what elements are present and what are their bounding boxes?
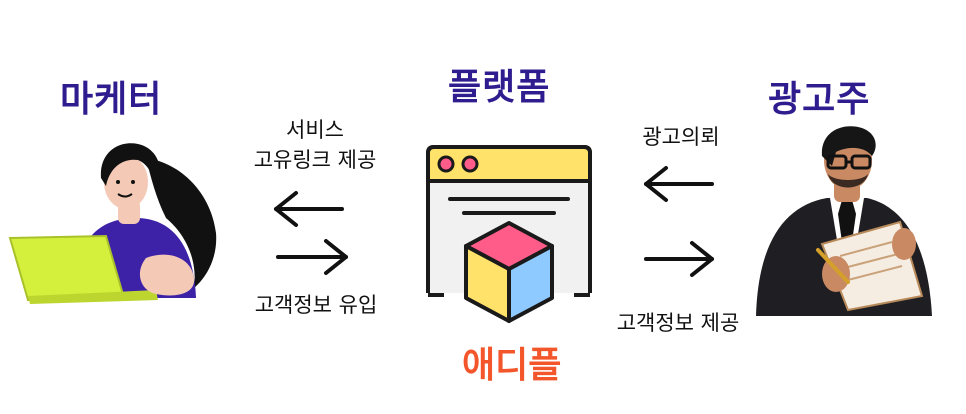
platform-window-icon: [426, 145, 592, 323]
service-link-label: 서비스 고유링크 제공: [230, 115, 400, 175]
arrow-right-icon: [276, 239, 348, 275]
platform-title: 플랫폼: [448, 67, 551, 108]
arrow-right-icon: [644, 241, 714, 277]
arrow-left-icon: [644, 166, 714, 202]
service-label-line1: 서비스: [286, 118, 344, 142]
customer-inflow-label: 고객정보 유입: [254, 293, 378, 317]
cube-icon: [464, 221, 554, 323]
marketer-illustration: [8, 143, 217, 304]
customer-provide-label: 고객정보 제공: [616, 311, 740, 335]
brand-name: 애디플: [462, 345, 562, 386]
advertiser-title: 광고주: [768, 79, 871, 120]
arrow-left-icon: [274, 191, 344, 227]
marketer-title: 마케터: [60, 79, 163, 120]
ad-request-label: 광고의뢰: [642, 125, 720, 149]
advertiser-illustration: [756, 126, 932, 316]
service-label-line2: 고유링크 제공: [253, 148, 377, 172]
